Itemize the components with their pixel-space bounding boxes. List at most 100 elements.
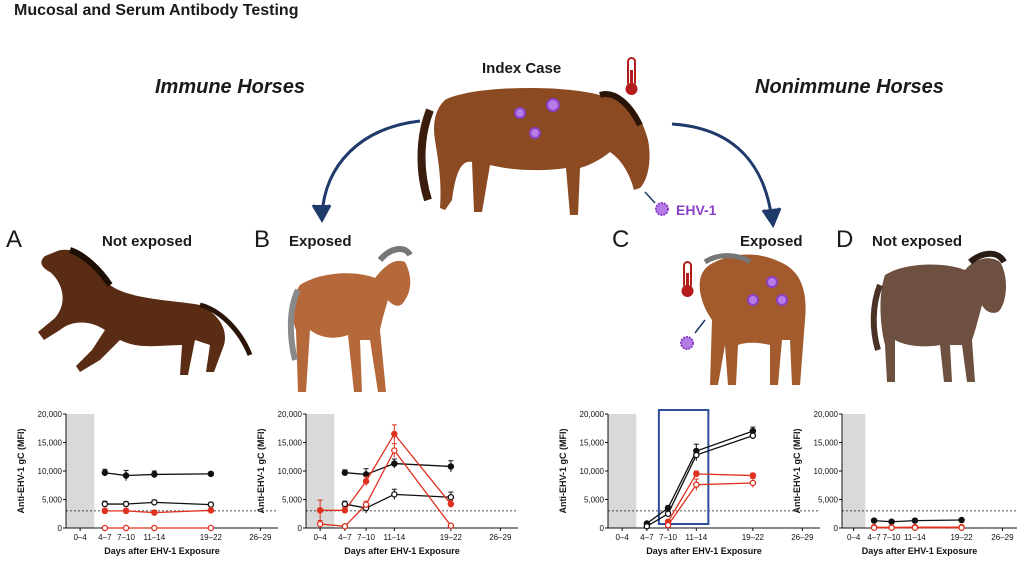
panel-d-label: Not exposed (872, 233, 963, 250)
series-1 (101, 468, 215, 481)
data-point (749, 432, 757, 439)
series-4 (101, 524, 215, 532)
x-axis-label: Days after EHV-1 Exposure (344, 546, 460, 556)
panel-b-label: Exposed (289, 233, 352, 250)
y-tick-label: 10,000 (814, 467, 839, 476)
data-point (122, 507, 130, 515)
x-tick-label: 19–22 (950, 533, 973, 542)
x-axis-label: Days after EHV-1 Exposure (862, 546, 978, 556)
y-axis-label: Anti-EHV-1 gC (MFI) (256, 429, 266, 514)
data-point (207, 501, 215, 508)
data-point (870, 517, 878, 524)
data-point (664, 510, 672, 517)
shaded-region (608, 414, 637, 528)
data-point (391, 491, 398, 498)
data-point (958, 516, 965, 524)
data-point (447, 493, 455, 501)
y-tick-label: 10,000 (38, 467, 63, 476)
data-point (122, 524, 130, 532)
x-tick-label: 0–4 (847, 533, 861, 542)
x-tick-label: 4–7 (98, 533, 112, 542)
x-tick-label: 26–29 (489, 533, 512, 542)
panel-c-label: Exposed (740, 233, 803, 250)
series-line (874, 519, 962, 523)
panel-a-label: Not exposed (102, 233, 193, 250)
highlight-box (657, 409, 710, 525)
data-point (207, 524, 215, 532)
y-tick-label: 0 (298, 524, 303, 533)
x-tick-label: 4–7 (338, 533, 352, 542)
y-tick-label: 15,000 (814, 439, 839, 448)
data-point (362, 478, 370, 485)
x-tick-label: 19–22 (200, 533, 223, 542)
data-point (362, 501, 370, 508)
series-3 (870, 524, 965, 531)
series-3 (664, 470, 757, 525)
data-point (911, 517, 919, 524)
series-line (344, 493, 451, 509)
data-point (101, 500, 109, 508)
x-tick-label: 11–14 (144, 533, 166, 542)
x-tick-label: 11–14 (904, 533, 926, 542)
y-tick-label: 5,000 (818, 496, 839, 505)
x-tick-label: 0–4 (615, 533, 629, 542)
y-axis-label: Anti-EHV-1 gC (MFI) (16, 429, 26, 514)
data-point (749, 479, 757, 487)
data-point (391, 447, 398, 454)
series-2 (101, 499, 215, 508)
series-line (344, 462, 451, 476)
data-point (101, 524, 109, 532)
series-4 (664, 477, 757, 529)
data-point (151, 471, 158, 478)
y-tick-label: 20,000 (580, 410, 605, 419)
y-tick-label: 20,000 (38, 410, 63, 419)
y-tick-label: 20,000 (278, 410, 303, 419)
x-tick-label: 26–29 (991, 533, 1014, 542)
data-point (122, 500, 130, 508)
x-axis-label: Days after EHV-1 Exposure (646, 546, 762, 556)
data-point (447, 463, 455, 470)
series-line (104, 501, 211, 506)
data-point (870, 524, 878, 531)
data-point (749, 472, 757, 479)
x-tick-label: 7–10 (883, 533, 901, 542)
index-case-label: Index Case (482, 60, 562, 77)
x-tick-label: 26–29 (249, 533, 272, 542)
x-tick-label: 0–4 (73, 533, 87, 542)
x-tick-label: 26–29 (791, 533, 814, 542)
panel-letter-b: B (254, 226, 271, 253)
data-point (693, 481, 700, 488)
panel-letter-a: A (6, 226, 23, 253)
data-point (341, 469, 349, 476)
data-point (341, 507, 349, 514)
y-tick-label: 5,000 (584, 496, 605, 505)
panel-letter-c: C (612, 226, 630, 253)
immune-horses-label: Immune Horses (155, 76, 306, 98)
x-tick-label: 11–14 (384, 533, 406, 542)
series-3 (316, 424, 455, 521)
data-point (316, 520, 324, 528)
data-point (958, 524, 965, 531)
x-tick-label: 19–22 (440, 533, 463, 542)
y-tick-label: 5,000 (282, 496, 303, 505)
figure-title: Mucosal and Serum Antibody Testing (14, 2, 299, 19)
data-point (447, 500, 455, 508)
data-point (341, 500, 349, 508)
y-tick-label: 5,000 (42, 496, 63, 505)
y-tick-label: 10,000 (580, 467, 605, 476)
data-point (101, 507, 109, 515)
data-point (316, 507, 324, 514)
x-tick-label: 11–14 (686, 533, 708, 542)
series-1 (341, 458, 455, 481)
nonimmune-horses-label: Nonimmune Horses (755, 76, 944, 98)
series-1 (870, 516, 965, 525)
data-point (447, 522, 455, 529)
data-point (207, 507, 215, 514)
x-tick-label: 7–10 (659, 533, 677, 542)
series-3 (101, 507, 215, 516)
y-tick-label: 15,000 (38, 439, 63, 448)
